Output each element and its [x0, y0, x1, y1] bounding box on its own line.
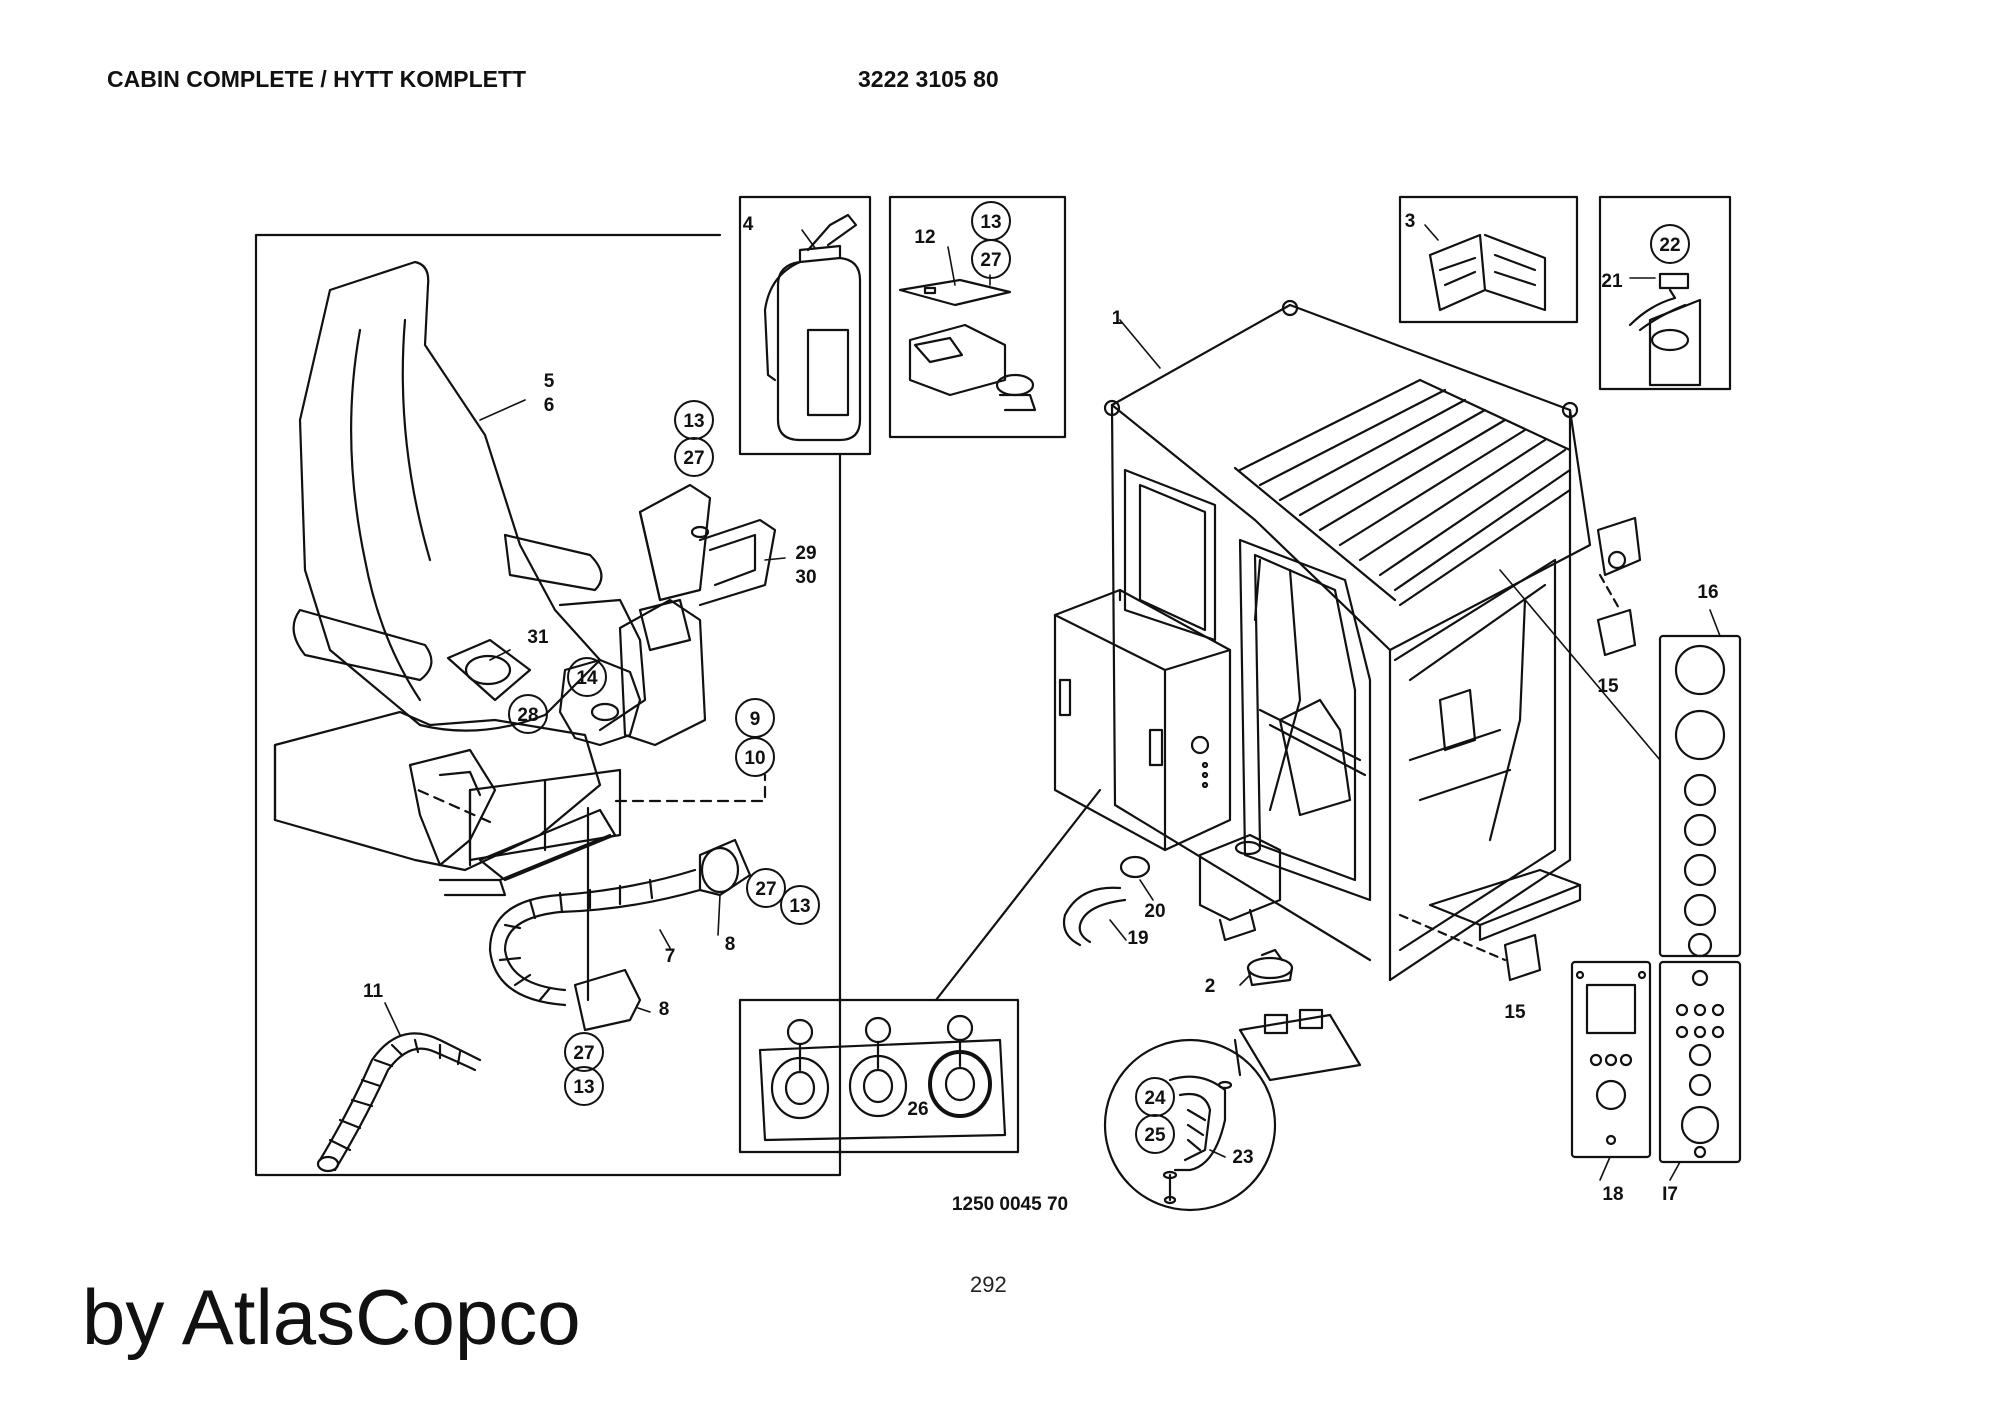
switch-panel-17 — [1658, 960, 1742, 1164]
callout-27: 27 — [980, 250, 1001, 271]
mirror-15-lower — [1503, 933, 1542, 982]
callout-28: 28 — [517, 705, 538, 726]
page-number: 292 — [970, 1272, 1007, 1297]
callout-26: 26 — [907, 1099, 928, 1120]
callout-19: 19 — [1127, 928, 1148, 949]
callout-23: 23 — [1232, 1147, 1253, 1168]
cabin-body — [1103, 299, 1592, 982]
mounting-plate-31 — [446, 638, 532, 702]
joystick-inset — [738, 998, 1020, 1154]
cupholder-inset — [888, 195, 1067, 439]
callout-29: 29 — [795, 543, 816, 564]
callout-12: 12 — [914, 227, 935, 248]
callout-7: 7 — [665, 946, 676, 967]
callout-6: 6 — [544, 395, 555, 416]
callout-4: 4 — [743, 214, 754, 235]
mirror-15-upper — [1596, 516, 1642, 657]
callout-22: 22 — [1659, 235, 1680, 256]
dashed-leader-9-10 — [614, 773, 767, 803]
cupholder-tray — [898, 278, 1037, 412]
callout-5: 5 — [544, 371, 555, 392]
electrical-cabinet — [1053, 588, 1232, 852]
clamp-20 — [1119, 855, 1151, 879]
callout-9: 9 — [750, 709, 761, 730]
callout-13: 13 — [789, 896, 810, 917]
callout-13: 13 — [573, 1077, 594, 1098]
callout-8: 8 — [659, 999, 670, 1020]
callout-10: 10 — [744, 748, 765, 769]
vent-outlet — [573, 968, 642, 1032]
mirror-bracket — [1428, 233, 1547, 312]
callout-15: 15 — [1504, 1002, 1526, 1023]
callout-30: 30 — [795, 567, 816, 588]
callout-3: 3 — [1405, 211, 1416, 232]
callout-13: 13 — [683, 411, 704, 432]
callout-20: 20 — [1144, 901, 1165, 922]
callout-14: 14 — [576, 668, 598, 689]
callout-31: 31 — [527, 627, 549, 648]
circled-callouts — [508, 201, 1690, 1154]
air-hose-11 — [316, 1032, 482, 1173]
callout-21: 21 — [1601, 271, 1623, 292]
callout-2: 2 — [1205, 976, 1216, 997]
leader-lines — [384, 224, 1721, 1181]
operator-seat — [273, 260, 647, 897]
joysticks — [758, 1014, 1007, 1142]
callout-27: 27 — [683, 448, 704, 469]
mount-bracket — [1238, 1008, 1362, 1082]
grab-handle — [1628, 272, 1702, 387]
brand-watermark: by AtlasCopco — [82, 1273, 581, 1361]
cover-14 — [558, 658, 642, 747]
detail-circle — [1103, 1038, 1277, 1212]
armrest-control-box — [408, 748, 497, 867]
mirror-bracket-inset — [1398, 195, 1579, 324]
page-title: CABIN COMPLETE / HYTT KOMPLETT — [107, 66, 527, 92]
seat-frame — [254, 233, 842, 1177]
hose-19 — [1062, 886, 1127, 947]
extinguisher-inset — [738, 195, 872, 456]
callout-25: 25 — [1144, 1125, 1166, 1146]
instrument-panel-16 — [1658, 634, 1742, 958]
callout-1: 1 — [1112, 308, 1123, 329]
part-number: 3222 3105 80 — [858, 66, 999, 92]
handle-inset — [1598, 195, 1732, 391]
callout-17: I7 — [1662, 1184, 1678, 1205]
callout-15: 15 — [1597, 676, 1619, 697]
callout-24: 24 — [1144, 1088, 1166, 1109]
air-hose-7 — [488, 868, 702, 1007]
leader-detail — [1233, 1038, 1242, 1077]
callout-27: 27 — [755, 879, 776, 900]
callout-18: 18 — [1602, 1184, 1623, 1205]
callout-11: 11 — [363, 981, 384, 1002]
washer-tank — [1198, 833, 1282, 942]
isolator-mount — [1246, 948, 1294, 987]
callout-13: 13 — [980, 212, 1001, 233]
control-console — [618, 483, 777, 747]
drawing-reference: 1250 0045 70 — [952, 1194, 1068, 1215]
callout-8: 8 — [725, 934, 736, 955]
callout-16: 16 — [1697, 582, 1718, 603]
callout-27: 27 — [573, 1043, 594, 1064]
leader-joystick — [934, 788, 1102, 1002]
display-panel-18 — [1570, 960, 1652, 1159]
bracket-23 — [1162, 1075, 1233, 1205]
vent-nozzle — [698, 838, 752, 897]
fire-extinguisher — [763, 213, 862, 442]
